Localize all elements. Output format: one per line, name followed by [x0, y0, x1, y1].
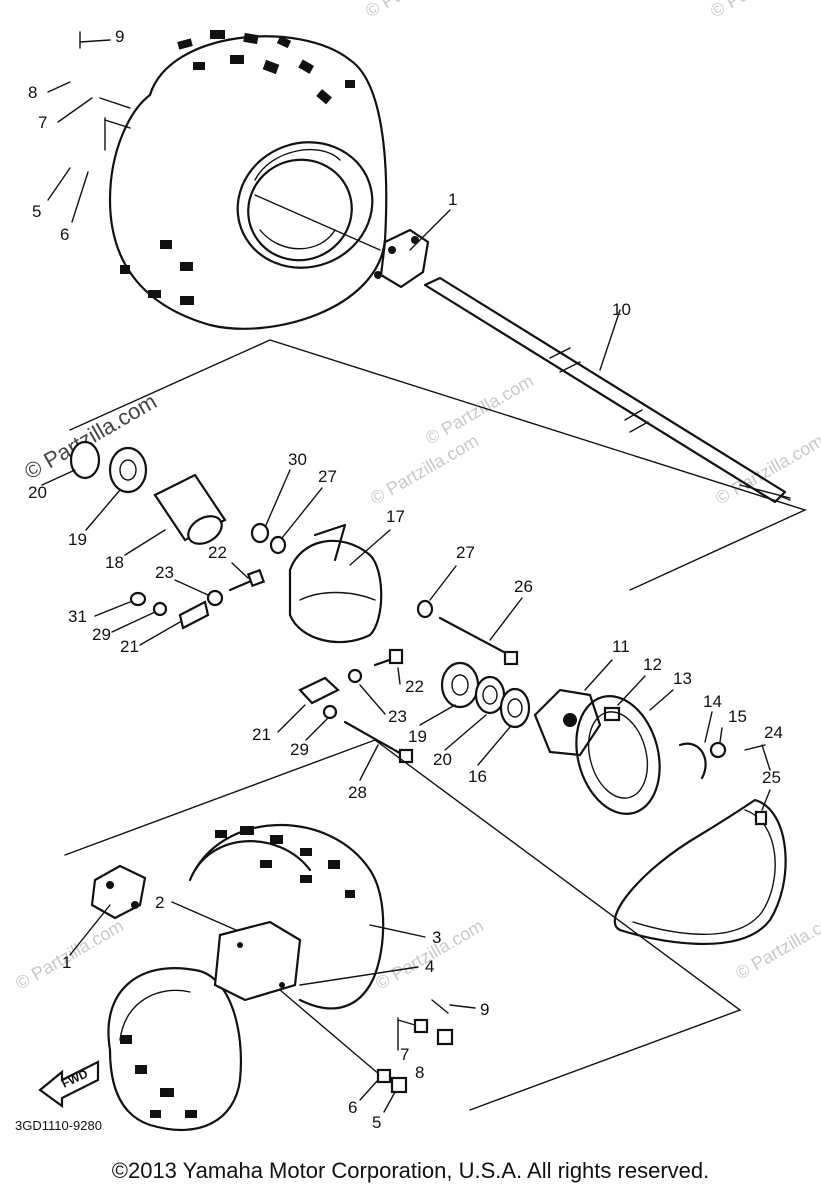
- callout-20-lower: 20: [433, 750, 452, 769]
- callout-17: 17: [386, 507, 405, 526]
- callout-9-lower: 9: [480, 1000, 489, 1019]
- callout-14: 14: [703, 692, 722, 711]
- drawing-code: 3GD1110-9280: [15, 1118, 102, 1133]
- copyright-notice: ©2013 Yamaha Motor Corporation, U.S.A. A…: [111, 1158, 710, 1183]
- callout-24: 24: [764, 723, 783, 742]
- callout-1-lower: 1: [62, 953, 71, 972]
- watermark: © Partzilla.com: [372, 915, 487, 993]
- callout-8-lower: 8: [415, 1063, 424, 1082]
- callout-28: 28: [348, 783, 367, 802]
- callout-22-lower: 22: [405, 677, 424, 696]
- callout-12: 12: [643, 655, 662, 674]
- callout-11: 11: [612, 637, 630, 656]
- callout-23-lower: 23: [388, 707, 407, 726]
- callout-5-lower: 5: [372, 1113, 381, 1132]
- callouts: 9 8 7 5 6 1 10 20 19 18 30 27 17 22 23 3…: [28, 27, 783, 1132]
- callout-30: 30: [288, 450, 307, 469]
- callout-9-top: 9: [115, 27, 124, 46]
- callout-29-lower: 29: [290, 740, 309, 759]
- callout-2: 2: [155, 893, 164, 912]
- callout-25: 25: [762, 768, 781, 787]
- bottom-wheel-assembly: FWD: [38, 823, 454, 1132]
- watermark: © Partzilla.com: [362, 0, 477, 21]
- lower-bracket: [64, 739, 742, 1111]
- callout-4: 4: [425, 957, 434, 976]
- callout-20-left: 20: [28, 483, 47, 502]
- callout-21-upper: 21: [120, 637, 139, 656]
- callout-15: 15: [728, 707, 747, 726]
- callout-7-top: 7: [38, 113, 47, 132]
- callout-1-top: 1: [448, 190, 457, 209]
- leader-lines: [41, 31, 771, 1113]
- middle-assembly: [69, 440, 787, 945]
- callout-6-top: 6: [60, 225, 69, 244]
- rear-axle: [423, 276, 791, 504]
- callout-8-top: 8: [28, 83, 37, 102]
- callout-29-upper: 29: [92, 625, 111, 644]
- callout-5-top: 5: [32, 202, 41, 221]
- callout-6-lower: 6: [348, 1098, 357, 1117]
- callout-18: 18: [105, 553, 124, 572]
- callout-26: 26: [514, 577, 533, 596]
- top-wheel-assembly: [108, 30, 451, 330]
- watermark: © Partzilla.com: [422, 370, 537, 448]
- watermark: © Partzilla.com: [707, 0, 821, 21]
- watermarks: © Partzilla.com © Partzilla.com © Partzi…: [12, 0, 821, 993]
- callout-19-lower: 19: [408, 727, 427, 746]
- callout-19-left: 19: [68, 530, 87, 549]
- callout-31: 31: [68, 607, 87, 626]
- callout-27-lower: 27: [456, 543, 475, 562]
- watermark: © Partzilla.com: [367, 430, 482, 508]
- watermark: © Partzilla.com: [732, 905, 821, 983]
- callout-10: 10: [612, 300, 631, 319]
- callout-23-upper: 23: [155, 563, 174, 582]
- callout-27-upper: 27: [318, 467, 337, 486]
- callout-13: 13: [673, 669, 692, 688]
- callout-22-upper: 22: [208, 543, 227, 562]
- callout-16: 16: [468, 767, 487, 786]
- assembly-bracket: [69, 339, 807, 591]
- callout-7-lower: 7: [400, 1045, 409, 1064]
- callout-3: 3: [432, 928, 441, 947]
- callout-21-lower: 21: [252, 725, 271, 744]
